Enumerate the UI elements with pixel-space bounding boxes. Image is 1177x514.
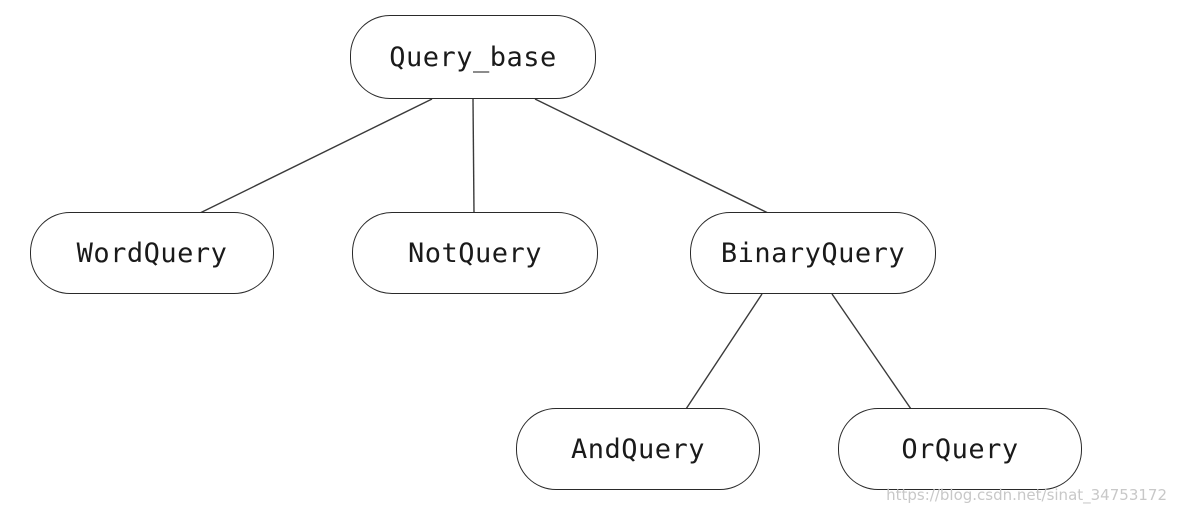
node-binary-query: BinaryQuery [690,212,936,294]
node-word-query: WordQuery [30,212,274,294]
node-or-query-label: OrQuery [901,433,1019,465]
edge-binary-query-to-and-query [685,293,763,410]
node-and-query-label: AndQuery [570,433,706,465]
edge-query-base-to-word-query [199,98,433,214]
node-query-base: Query_base [350,15,596,99]
node-or-query: OrQuery [838,408,1082,490]
watermark-text: https://blog.csdn.net/sinat_34753172 [886,486,1167,504]
node-and-query: AndQuery [516,408,760,490]
node-not-query: NotQuery [352,212,598,294]
node-binary-query-label: BinaryQuery [720,237,906,269]
edge-binary-query-to-or-query [831,293,912,410]
edge-query-base-to-binary-query [534,98,769,214]
node-word-query-label: WordQuery [76,237,228,269]
node-not-query-label: NotQuery [407,237,543,269]
node-query-base-label: Query_base [389,41,557,73]
edge-query-base-to-not-query [472,98,475,214]
